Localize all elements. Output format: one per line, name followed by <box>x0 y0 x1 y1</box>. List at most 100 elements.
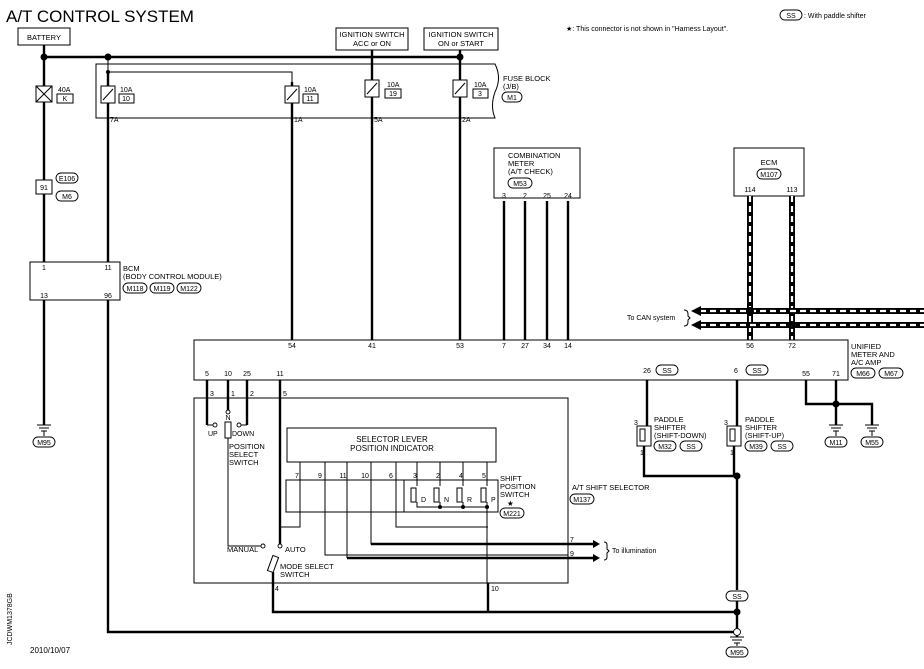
paddle-down-label-2: SHIFTER <box>654 423 687 432</box>
at-shift-selector-connector: M137 <box>573 497 591 504</box>
shift-position-label-3: SWITCH <box>500 490 530 499</box>
bcm-pin: 13 <box>40 293 48 300</box>
combination-meter-label-2: METER <box>508 159 535 168</box>
ignition-start-line1: IGNITION SWITCH <box>429 30 494 39</box>
ss-tag: SS <box>662 368 672 375</box>
position-select-down: DOWN <box>232 431 254 438</box>
svg-text:3: 3 <box>413 473 417 480</box>
bcm-connector: M118 <box>127 286 144 293</box>
position-select-switch-lever <box>224 421 232 439</box>
shift-position-switch-box <box>403 479 499 513</box>
selector-indicator-box <box>286 427 497 463</box>
fuse-internal-bus <box>107 57 293 82</box>
shift-position-p: P <box>491 497 496 504</box>
ecm-pin: 113 <box>786 187 797 194</box>
unified-bottom-pins: 5 10 25 11 26 6 55 71 <box>205 368 840 378</box>
ignition-acc-line2: ACC or ON <box>353 39 391 48</box>
illumination-arrows <box>593 540 600 562</box>
splice-dot <box>733 608 741 616</box>
mode-select-label-2: SWITCH <box>280 570 310 579</box>
svg-text:4: 4 <box>459 473 463 480</box>
shift-position-star: ★ <box>507 499 514 508</box>
svg-text:10: 10 <box>361 473 369 480</box>
unified-meter-connector: M66 <box>856 371 870 378</box>
paddle-up-pin: 1 <box>730 450 734 457</box>
ecm-pin: 114 <box>744 187 755 194</box>
bcm-pin: 1 <box>42 265 46 272</box>
fuse-10-amp: 10A <box>120 87 133 94</box>
paddle-down-pin: 3 <box>634 420 638 427</box>
svg-text:27: 27 <box>521 343 529 350</box>
mode-select-auto: AUTO <box>285 545 306 554</box>
position-select-n: N <box>225 415 230 422</box>
svg-text:55: 55 <box>802 371 810 378</box>
joint-pin: 91 <box>40 185 48 192</box>
ground-symbol <box>730 636 744 644</box>
fusible-link-id: K <box>63 96 68 103</box>
wire-pin: 1 <box>231 391 235 398</box>
ground-symbol <box>829 424 843 432</box>
combination-meter-pin: 24 <box>564 193 572 200</box>
svg-text:26: 26 <box>643 368 651 375</box>
at-shift-selector-label: A/T SHIFT SELECTOR <box>572 483 650 492</box>
joint-connector-e106: E106 <box>59 176 75 183</box>
splice-dot <box>733 472 741 480</box>
ss-legend-text: : With paddle shifter <box>804 13 867 20</box>
unified-top-pins: 54 41 53 7 27 34 14 56 72 <box>288 343 796 350</box>
svg-text:54: 54 <box>288 343 296 350</box>
splice-dot <box>832 400 840 408</box>
svg-text:56: 56 <box>746 343 754 350</box>
ss-tag: SS <box>752 368 762 375</box>
mode-select-manual: MANUAL <box>227 545 258 554</box>
ground-connector-m95-bottom: M95 <box>730 650 744 657</box>
indicator-pins: 7 9 11 10 6 3 2 4 5 <box>295 473 486 480</box>
selector-indicator-label-2: POSITION INDICATOR <box>350 444 434 453</box>
ground-symbol <box>865 424 879 432</box>
shift-position-label: SHIFT <box>500 474 522 483</box>
fuse-19-pin: 5A <box>374 117 383 124</box>
svg-text:71: 71 <box>832 371 840 378</box>
figure-id: JCDWM1378GB <box>7 593 14 645</box>
ground-connector-m95-left: M95 <box>37 440 51 447</box>
svg-text:10: 10 <box>224 371 232 378</box>
unified-meter-connector: M67 <box>884 371 898 378</box>
svg-text:11: 11 <box>276 371 283 378</box>
ignition-start-line2: ON or START <box>438 39 484 48</box>
date-stamp: 2010/10/07 <box>30 646 71 655</box>
mode-select-switch-lever <box>266 554 280 574</box>
paddle-down-label: PADDLE <box>654 415 683 424</box>
position-select-label: POSITION <box>229 442 265 451</box>
combination-meter-wires <box>502 201 570 340</box>
position-select-up: UP <box>208 431 218 438</box>
bcm-connector: M119 <box>154 286 171 293</box>
wire-pin: 3 <box>210 391 214 398</box>
svg-text:25: 25 <box>243 371 251 378</box>
ecm-label: ECM <box>761 158 778 167</box>
svg-text:41: 41 <box>368 343 376 350</box>
joint-connector-m6: M6 <box>62 194 72 201</box>
ss-legend-badge <box>779 9 803 21</box>
shift-position-d: D <box>421 497 426 504</box>
mode-select-label: MODE SELECT <box>280 562 334 571</box>
combination-meter-connector: M53 <box>513 181 527 188</box>
fuse-3-id: 3 <box>478 91 482 98</box>
shift-position-r: R <box>467 497 472 504</box>
svg-text:9: 9 <box>318 473 322 480</box>
bcm-96-wire <box>106 300 737 634</box>
ground-symbol <box>37 424 51 432</box>
unified-meter-box <box>193 339 849 381</box>
shift-position-n: N <box>444 497 449 504</box>
combination-meter-label: COMBINATION <box>508 151 560 160</box>
bcm-pin: 11 <box>104 265 111 272</box>
fuse-11-pin: 1A <box>294 117 303 124</box>
svg-text:53: 53 <box>456 343 464 350</box>
wire-pin: 5 <box>283 391 287 398</box>
selector-indicator-label: SELECTOR LEVER <box>356 435 428 444</box>
paddle-up-pin: 3 <box>724 420 728 427</box>
bcm-box <box>29 261 121 301</box>
fuse-block-connector-badge <box>501 91 523 103</box>
position-select-label-2: SELECT <box>229 450 259 459</box>
position-select-label-3: SWITCH <box>229 458 259 467</box>
wire-pin: 9 <box>570 551 574 558</box>
svg-text:5: 5 <box>205 371 209 378</box>
